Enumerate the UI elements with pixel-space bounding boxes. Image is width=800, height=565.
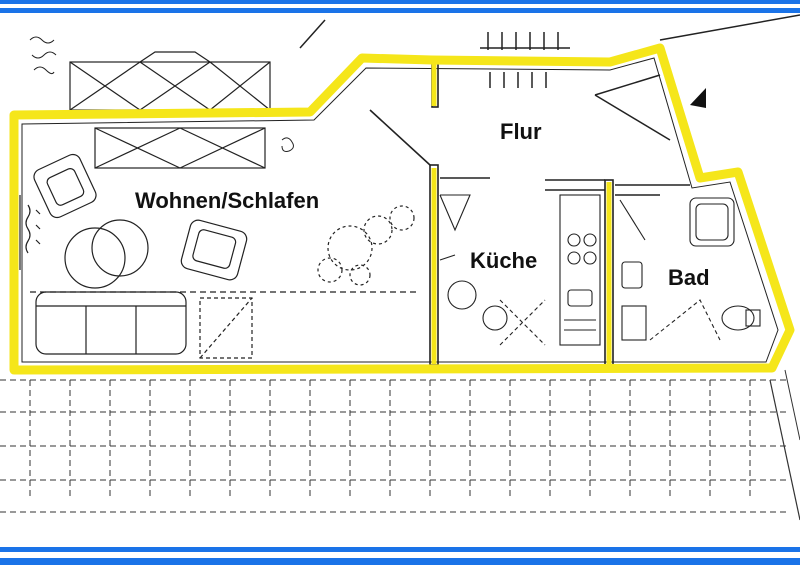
room-label-living: Wohnen/Schlafen <box>135 188 319 213</box>
plant-scribble <box>29 36 294 152</box>
terrace-edge-line-2 <box>784 369 800 441</box>
bath-fixtures <box>619 197 761 341</box>
north-arrow-icon <box>690 88 706 108</box>
top-frame-bar-inner <box>0 8 800 13</box>
room-label-hall: Flur <box>500 119 542 144</box>
top-frame-bar <box>0 0 800 4</box>
exterior-wall-highlight <box>9 43 795 375</box>
terrace-edge-line <box>769 379 800 521</box>
interior-walls <box>369 61 690 366</box>
exterior-wall-outline-inner <box>21 57 779 363</box>
interior-wall-highlights <box>431 62 612 364</box>
stair-details <box>299 14 800 141</box>
terrace-grid <box>0 379 790 513</box>
room-label-bath: Bad <box>668 265 710 290</box>
bottom-frame-bar <box>0 558 800 565</box>
room-label-kitchen: Küche <box>470 248 537 273</box>
bottom-frame-bar-inner <box>0 547 800 552</box>
living-furniture <box>25 153 420 359</box>
kitchen-fixtures <box>439 194 601 346</box>
